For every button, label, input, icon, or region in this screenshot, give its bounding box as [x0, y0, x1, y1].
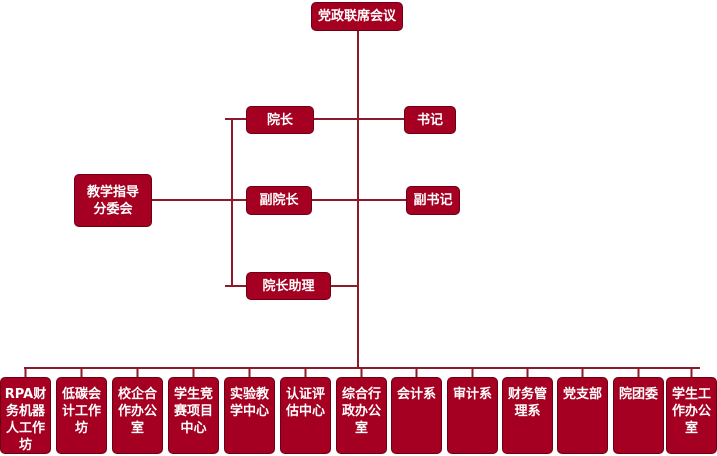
unit-audit-dept: 审计系	[447, 377, 498, 454]
vice-president-box: 副院长	[246, 186, 312, 215]
unit-youth-league: 院团委	[613, 377, 664, 454]
unit-competition-center: 学生竞赛项目中心	[168, 377, 219, 454]
assistant-president-box: 院长助理	[246, 272, 331, 300]
unit-school-enterprise-office: 校企合作办公室	[112, 377, 163, 454]
unit-finance-dept: 财务管理系	[502, 377, 553, 454]
unit-low-carbon-workshop: 低碳会计工作坊	[56, 377, 107, 454]
unit-party-branch: 党支部	[557, 377, 608, 454]
deputy-secretary-box: 副书记	[406, 186, 460, 215]
unit-experiment-teaching-center: 实验教学中心	[224, 377, 275, 454]
unit-certification-center: 认证评估中心	[280, 377, 331, 454]
council-box: 党政联席会议	[311, 2, 403, 31]
teaching-committee-box: 教学指导分委会	[74, 174, 152, 227]
unit-admin-office: 综合行政办公室	[336, 377, 387, 454]
unit-rpa-workshop: RPA财务机器人工作坊	[0, 377, 51, 454]
unit-accounting-dept: 会计系	[391, 377, 442, 454]
president-box: 院长	[246, 106, 314, 134]
secretary-box: 书记	[404, 106, 456, 134]
unit-student-affairs-office: 学生工作办公室	[666, 377, 717, 454]
